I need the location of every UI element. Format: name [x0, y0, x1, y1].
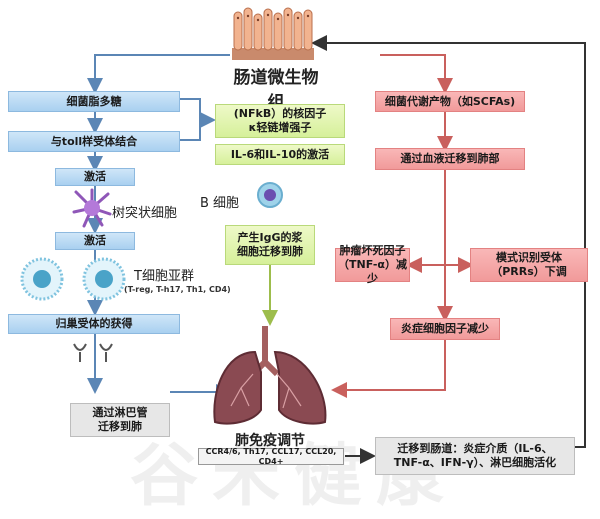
red-arrow-path	[331, 54, 474, 398]
blue-arrow-path	[87, 54, 232, 400]
tnf-box: 肿瘤坏死因子 （TNF-α）减少	[335, 244, 410, 285]
gut-migration-box: 迁移到肠道：炎症介质（IL-6、 TNF-α、IFN-γ）、淋巴细胞活化	[375, 437, 575, 475]
t-cell-subtypes: (T-reg, T-h17, Th1, CD4)	[124, 285, 231, 294]
tlr-box: 与toll样受体结合	[8, 131, 180, 152]
homing-receptor-box: 归巢受体的获得	[8, 314, 180, 334]
dendritic-cell-icon	[72, 188, 112, 228]
activate-box-2: 激活	[55, 232, 135, 250]
blood-migration-box: 通过血液迁移到肺部	[375, 148, 525, 170]
lung-immunity-title: 肺免疫调节	[235, 433, 305, 449]
lungs-illustration	[213, 326, 327, 425]
lymph-migration-box: 通过淋巴管 迁移到肺	[70, 403, 170, 437]
t-cell-icons	[20, 257, 126, 301]
receptor-icons	[73, 343, 113, 362]
lps-box: 细菌脂多糖	[8, 91, 180, 112]
lung-markers-box: CCR4/6, Th17, CCL17, CCL20, CD4+	[198, 447, 344, 466]
t-cell-label: T细胞亚群	[134, 269, 194, 284]
b-cell-label: B 细胞	[200, 196, 240, 211]
igg-plasma-box: 产生IgG的浆 细胞迁移到肺	[225, 225, 315, 265]
b-cell-icon	[257, 182, 283, 208]
nfkb-box: (NFkB）的核因子 κ轻链增强子	[215, 104, 345, 138]
inflammatory-cytokine-box: 炎症细胞因子减少	[390, 318, 500, 340]
il-activation-box: IL-6和IL-10的激活	[215, 144, 345, 165]
feedback-arrow-path	[311, 35, 586, 464]
dendritic-cell-label: 树突状细胞	[112, 206, 178, 221]
metabolites-box: 细菌代谢产物（如SCFAs)	[375, 91, 525, 112]
prr-box: 模式识别受体 （PRRs）下调	[470, 248, 588, 282]
activate-box-1: 激活	[55, 168, 135, 186]
gut-villi-illustration	[232, 7, 314, 60]
